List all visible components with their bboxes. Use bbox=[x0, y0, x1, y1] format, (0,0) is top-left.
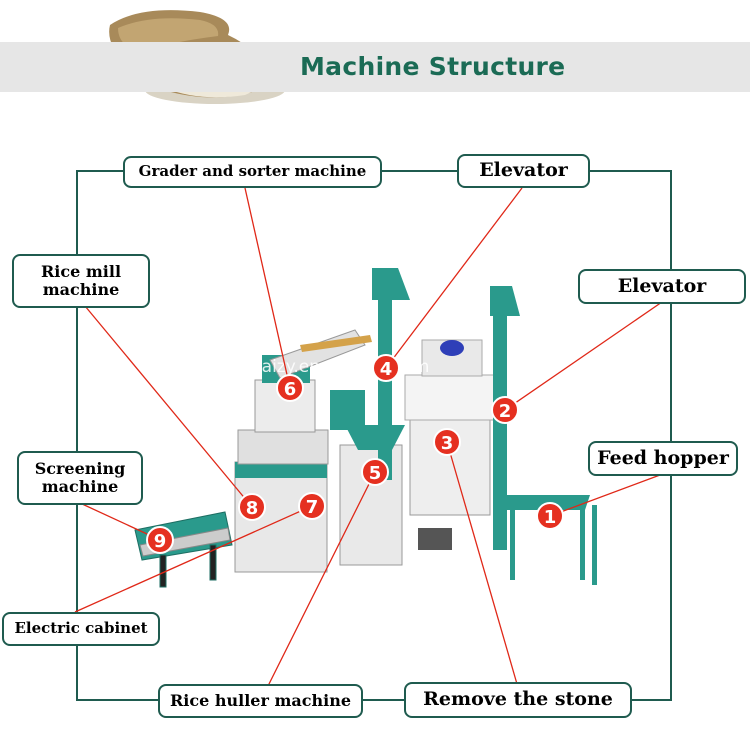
label-feed-hopper: Feed hopper bbox=[588, 441, 738, 476]
screening-machine bbox=[134, 511, 233, 588]
sorter-machine bbox=[269, 329, 372, 430]
label-rice-huller: Rice huller machine bbox=[158, 684, 363, 718]
feed-hopper bbox=[500, 495, 597, 585]
rice-mill-body bbox=[234, 355, 329, 573]
label-rice-mill: Rice mill machine bbox=[12, 254, 150, 308]
label-remove-stone: Remove the stone bbox=[404, 682, 632, 718]
elevator-right bbox=[490, 286, 520, 550]
page-title: Machine Structure bbox=[300, 52, 566, 81]
label-electric-cabinet: Electric cabinet bbox=[2, 612, 160, 646]
label-screening: Screening machine bbox=[17, 451, 143, 505]
label-elevator-top: Elevator bbox=[457, 154, 590, 188]
label-grader-sorter: Grader and sorter machine bbox=[123, 156, 382, 188]
title-banner bbox=[0, 42, 750, 92]
label-elevator-right: Elevator bbox=[578, 269, 746, 304]
watermark-text: taizy.en.alibaba.com bbox=[255, 357, 429, 377]
huller-machine bbox=[339, 425, 405, 566]
